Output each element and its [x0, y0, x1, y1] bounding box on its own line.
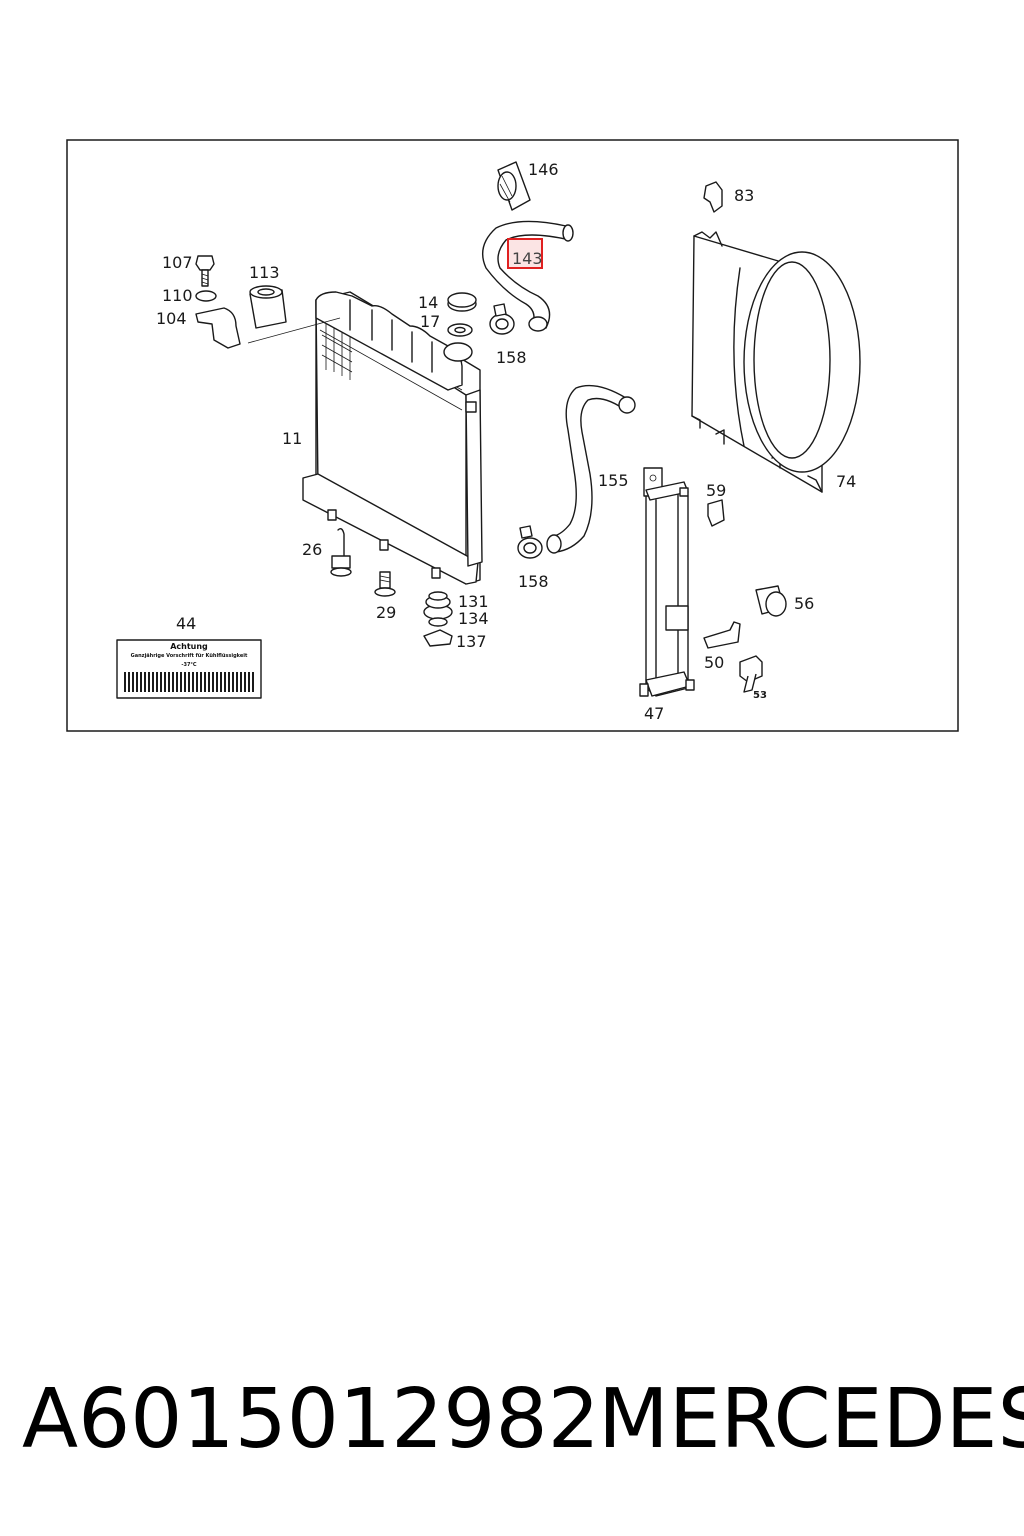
callout-158-upper: 158 [496, 348, 527, 367]
callout-158-lower: 158 [518, 572, 549, 591]
callout-131: 131 [458, 592, 489, 611]
callout-17: 17 [420, 312, 440, 331]
clip-83[interactable] [703, 181, 723, 213]
clip-59[interactable] [707, 499, 725, 527]
callout-56: 56 [794, 594, 814, 613]
callout-110: 110 [162, 286, 193, 305]
callout-59: 59 [706, 481, 726, 500]
callout-50: 50 [704, 653, 724, 672]
hose-143[interactable] [482, 220, 574, 332]
callout-29: 29 [376, 603, 396, 622]
part-number: A6015012982 [22, 1372, 600, 1467]
grommet-131[interactable] [423, 591, 453, 620]
clamp-158-lower[interactable] [517, 525, 543, 559]
callout-107: 107 [162, 253, 193, 272]
label-title: Achtung [170, 642, 208, 651]
connector-146[interactable] [497, 161, 531, 211]
clamp-158-upper[interactable] [489, 303, 515, 335]
brand-name: MERCEDES [598, 1372, 1024, 1467]
callout-113: 113 [249, 263, 280, 282]
callout-26: 26 [302, 540, 322, 559]
warning-label-44[interactable]: Achtung Ganzjährige Vorschrift für Kühlf… [116, 639, 262, 699]
clip-137[interactable] [423, 629, 453, 647]
bracket-50[interactable] [703, 621, 741, 649]
bracket-104[interactable] [195, 307, 241, 349]
callout-137: 137 [456, 632, 487, 651]
callout-134: 134 [458, 609, 489, 628]
parts-diagram: Achtung Ganzjährige Vorschrift für Kühlf… [66, 139, 959, 732]
callout-14: 14 [418, 293, 438, 312]
callout-104: 104 [156, 309, 187, 328]
washer-134[interactable] [428, 617, 448, 627]
callout-11: 11 [282, 429, 302, 448]
callout-146: 146 [528, 160, 559, 179]
callout-44: 44 [176, 614, 196, 633]
callout-74: 74 [836, 472, 856, 491]
bolt-107[interactable] [195, 255, 215, 287]
bolt-53[interactable] [739, 655, 763, 693]
drain-26[interactable] [330, 527, 352, 577]
oil-cooler-47[interactable] [639, 467, 695, 697]
callout-83: 83 [734, 186, 754, 205]
diagram-frame [66, 139, 959, 732]
callout-143: 143 [512, 249, 543, 268]
callout-53: 53 [753, 690, 767, 701]
plug-29[interactable] [374, 571, 396, 597]
hose-155[interactable] [546, 384, 636, 554]
holder-56[interactable] [755, 585, 787, 617]
cap-14[interactable] [447, 292, 477, 312]
callout-47: 47 [644, 704, 664, 723]
hose-143-highlight-box [507, 238, 543, 269]
label-line2: -37°C [181, 662, 197, 668]
seal-17[interactable] [447, 323, 473, 337]
fan-shroud-74[interactable] [691, 231, 861, 493]
radiator-part[interactable] [302, 291, 483, 585]
callout-155: 155 [598, 471, 629, 490]
label-line1: Ganzjährige Vorschrift für Kühlflüssigke… [131, 653, 248, 659]
washer-110[interactable] [195, 290, 217, 302]
mount-113[interactable] [249, 285, 287, 329]
